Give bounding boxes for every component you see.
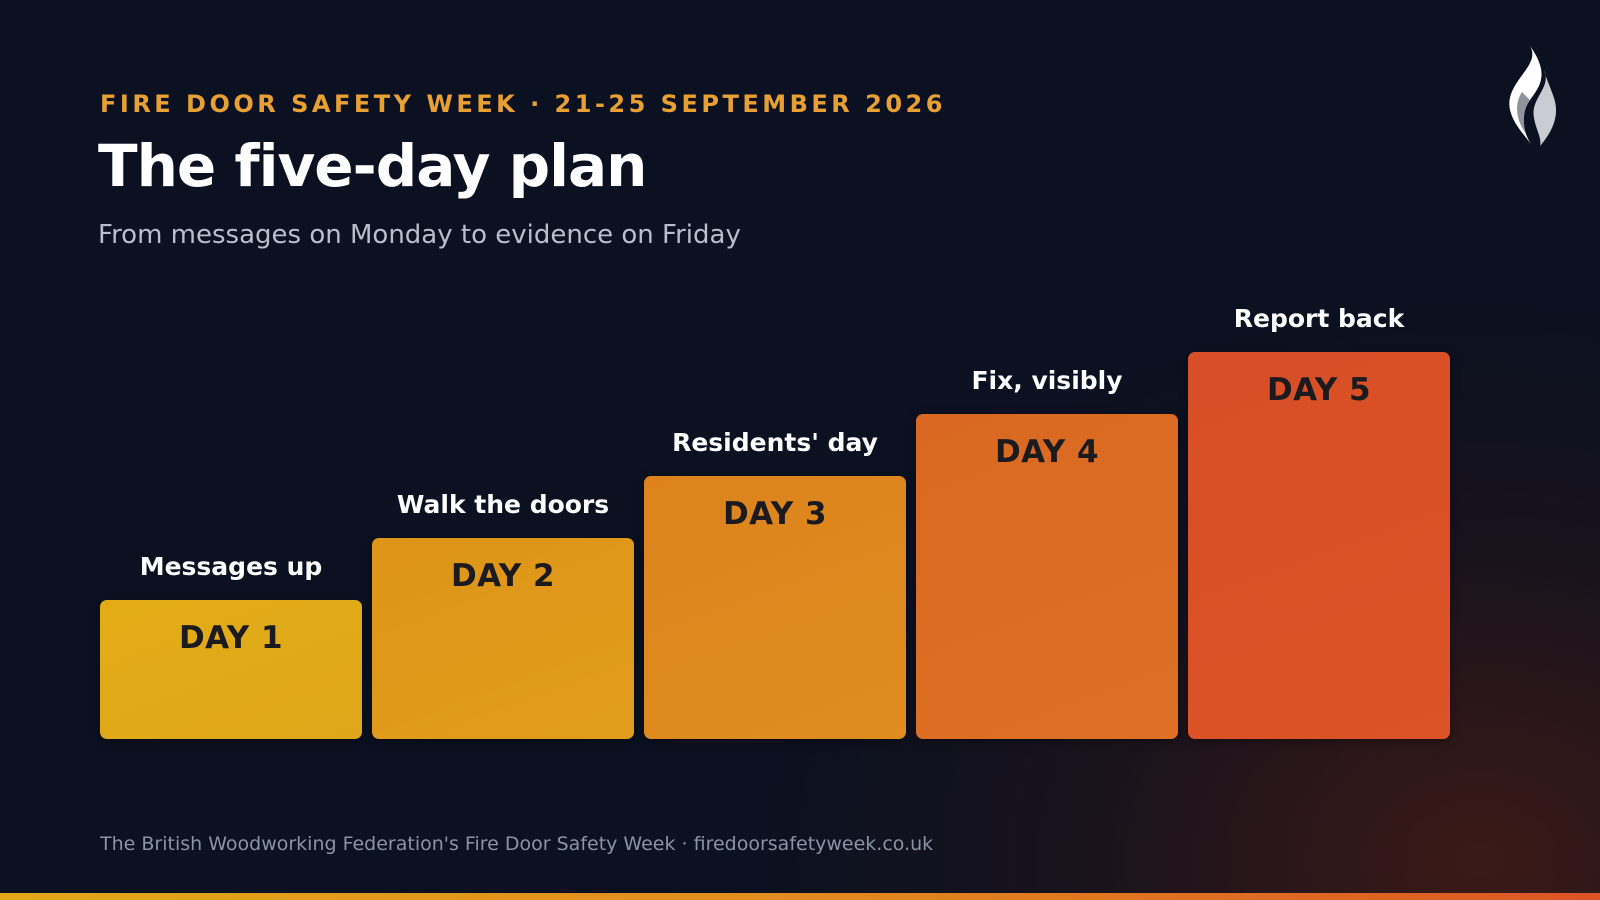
step-label-2: Walk the doors: [396, 490, 610, 519]
bottom-accent-bar: [0, 893, 1600, 900]
step-label-1: Messages up: [139, 552, 323, 581]
footer-credit: The British Woodworking Federation's Fir…: [100, 833, 934, 855]
page-subtitle: From messages on Monday to evidence on F…: [98, 220, 741, 250]
step-day-5: DAY 5: [1188, 352, 1450, 739]
step-day-1-title: DAY 1: [178, 620, 284, 656]
step-day-5-title: DAY 5: [1266, 372, 1372, 408]
step-day-2: DAY 2: [372, 538, 634, 739]
step-day-4: DAY 4: [916, 414, 1178, 739]
step-label-4: Fix, visibly: [971, 366, 1123, 395]
step-label-5: Report back: [1233, 304, 1405, 333]
step-day-3-title: DAY 3: [722, 496, 828, 532]
page-title: The five-day plan: [98, 132, 647, 200]
step-label-3: Residents' day: [672, 428, 878, 457]
event-eyebrow: FIRE DOOR SAFETY WEEK · 21-25 SEPTEMBER …: [100, 90, 946, 118]
flame-icon: [1509, 46, 1557, 146]
step-day-2-title: DAY 2: [450, 558, 556, 594]
step-day-4-title: DAY 4: [994, 434, 1100, 470]
step-day-3: DAY 3: [644, 476, 906, 739]
step-day-1: DAY 1: [100, 600, 362, 739]
